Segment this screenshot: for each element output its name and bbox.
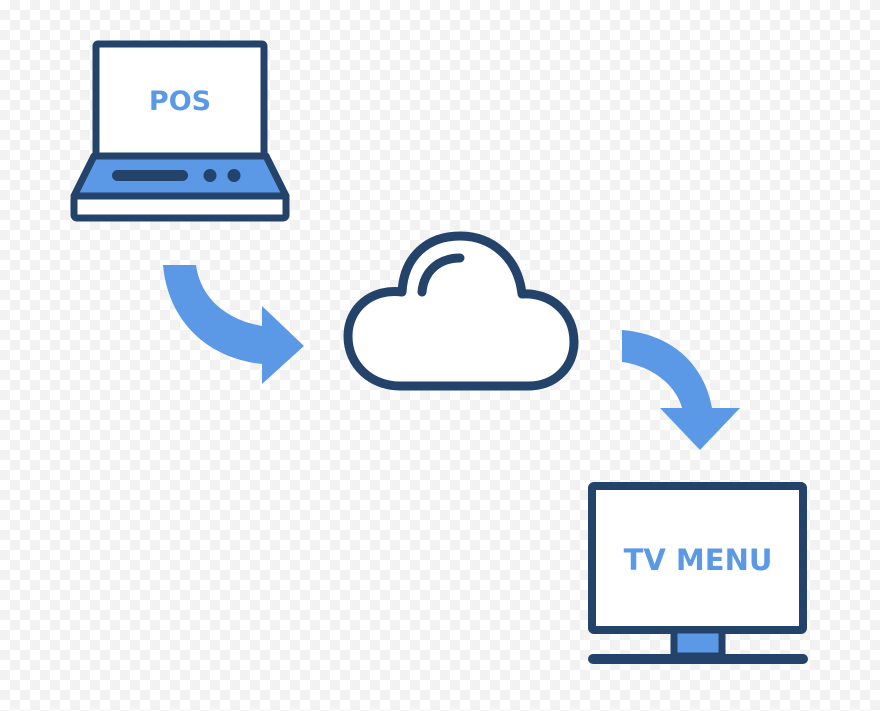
pos-laptop-icon: POS [70, 40, 290, 222]
arrow-pos-to-cloud-icon [163, 265, 304, 384]
arrow-cloud-to-tv-icon [622, 330, 740, 450]
tv-menu-label: TV MENU [624, 543, 773, 577]
cloud-icon [343, 231, 579, 391]
tv-monitor-icon: TV MENU [588, 482, 808, 664]
pos-label: POS [149, 86, 211, 117]
